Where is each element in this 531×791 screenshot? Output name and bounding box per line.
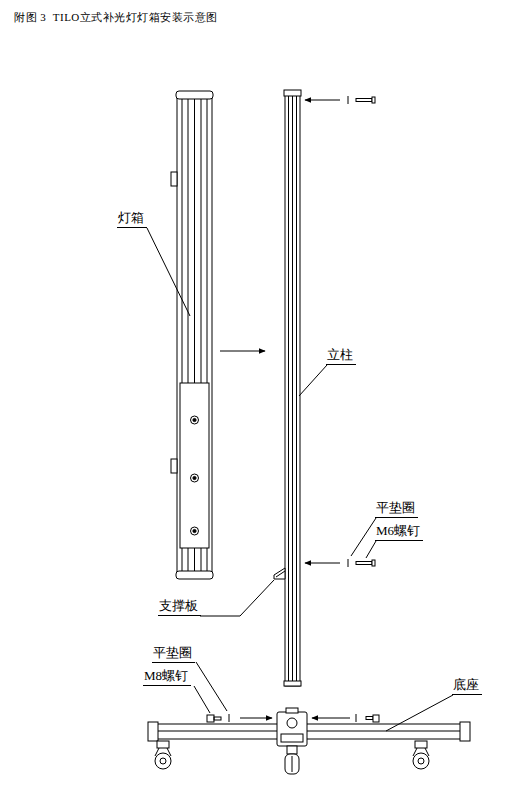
m6-screw-top <box>305 96 375 104</box>
part-label: 底座 <box>452 677 482 695</box>
base <box>148 708 470 774</box>
part-label: 支撑板 <box>158 598 201 616</box>
support-plate <box>274 568 285 579</box>
m6-screw-bottom <box>305 559 375 567</box>
part-label: 平垫圈 <box>375 500 418 518</box>
pillar <box>284 90 301 686</box>
part-label: 立柱 <box>326 347 356 365</box>
leader-lines <box>147 228 453 731</box>
part-label: M6螺钉 <box>375 523 423 541</box>
mount-arrow <box>220 351 265 352</box>
part-label: 灯箱 <box>117 210 147 228</box>
part-label: 平垫圈 <box>152 645 195 663</box>
part-label: M8螺钉 <box>143 668 191 686</box>
lamp-box <box>171 91 213 579</box>
support-plate-edge <box>276 571 285 577</box>
figure-title: 附图 3 TILO立式补光灯灯箱安装示意图 <box>14 11 218 24</box>
